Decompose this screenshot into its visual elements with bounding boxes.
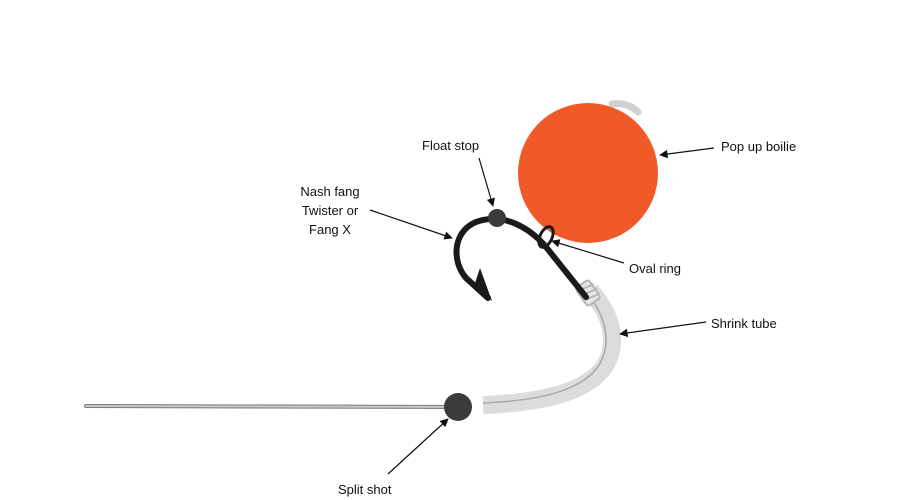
label-oval-ring: Oval ring [629, 261, 681, 276]
hook [453, 215, 589, 301]
arrow-float-stop [478, 157, 495, 207]
label-hook-line3: Fang X [309, 222, 351, 237]
hook-barb [474, 268, 492, 301]
label-shrink-tube: Shrink tube [711, 316, 777, 331]
oval-ring [537, 225, 555, 249]
label-hook-line1: Nash fang [300, 184, 359, 199]
label-float-stop: Float stop [422, 138, 479, 153]
label-hook-line2: Twister or [302, 203, 359, 218]
arrow-split-shot [387, 418, 449, 475]
label-split-shot: Split shot [338, 482, 392, 497]
arrow-boilie [659, 147, 715, 159]
leader-arrows [369, 147, 715, 475]
float-stop-bead [488, 209, 506, 227]
pop-up-boilie [518, 103, 658, 243]
shrink-tube [482, 279, 622, 414]
split-shot [444, 393, 472, 421]
hooklink-line [84, 404, 472, 409]
label-pop-up-boilie: Pop up boilie [721, 139, 796, 154]
boilie-cork-insert [608, 100, 642, 116]
arrow-hook [369, 209, 453, 240]
arrow-oval-ring [551, 239, 625, 264]
arrow-shrink-tube [619, 321, 707, 338]
